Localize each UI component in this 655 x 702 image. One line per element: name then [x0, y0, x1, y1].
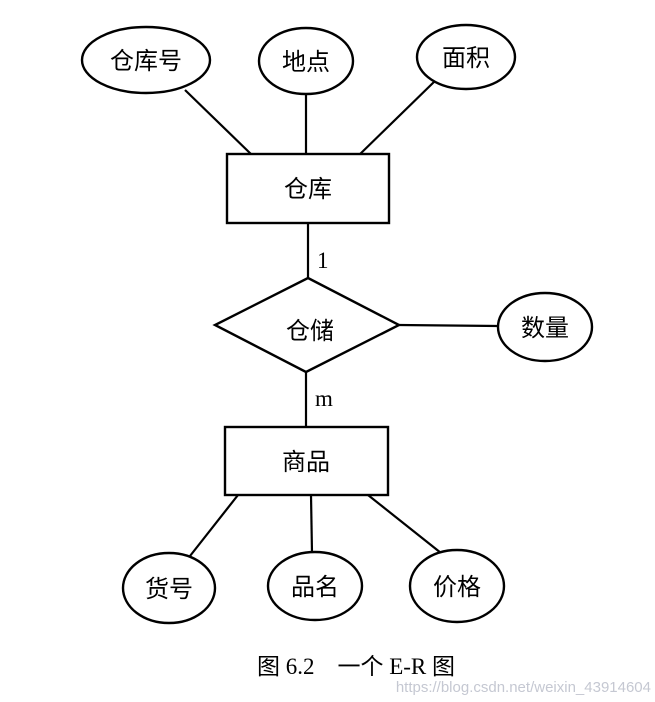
attribute-label-quantity: 数量 — [521, 315, 569, 342]
attribute-ellipse-product-name — [266, 550, 364, 622]
attribute-label-product-name: 品名 — [291, 574, 339, 601]
entity-rect-warehouse — [225, 152, 391, 225]
figure-caption: 图 6.2 一个 E-R 图 — [257, 654, 455, 679]
entity-label-product: 商品 — [282, 449, 330, 476]
cardinality-label-m: m — [315, 386, 333, 411]
attribute-label-location: 地点 — [282, 49, 330, 76]
connector-warehouse-no-to-warehouse — [184, 89, 254, 157]
attribute-label-price: 价格 — [433, 574, 481, 601]
attribute-label-area: 面积 — [442, 45, 490, 72]
connector-area-to-warehouse — [355, 79, 437, 159]
attribute-ellipse-quantity — [496, 291, 594, 363]
attribute-ellipse-area — [415, 23, 517, 91]
attribute-ellipse-item-no — [121, 551, 217, 625]
watermark-text: https://blog.csdn.net/weixin_43914604 — [396, 679, 651, 696]
entity-label-warehouse: 仓库 — [284, 176, 332, 203]
attribute-ellipse-warehouse-no — [80, 25, 212, 95]
connector-product-to-item-no — [189, 494, 239, 557]
relationship-label-storage: 仓储 — [286, 318, 334, 345]
connector-product-to-product-name — [309, 494, 314, 554]
connector-product-to-price — [367, 494, 442, 554]
connector-storage-to-quantity — [398, 323, 499, 328]
relationship-diamond-storage — [212, 276, 402, 374]
cardinality-label-1: 1 — [317, 248, 329, 273]
attribute-ellipse-price — [408, 548, 506, 624]
attribute-label-item-no: 货号 — [145, 576, 193, 603]
attribute-label-warehouse-no: 仓库号 — [110, 48, 182, 75]
attribute-ellipse-location — [257, 26, 355, 96]
entity-rect-product — [223, 425, 390, 497]
